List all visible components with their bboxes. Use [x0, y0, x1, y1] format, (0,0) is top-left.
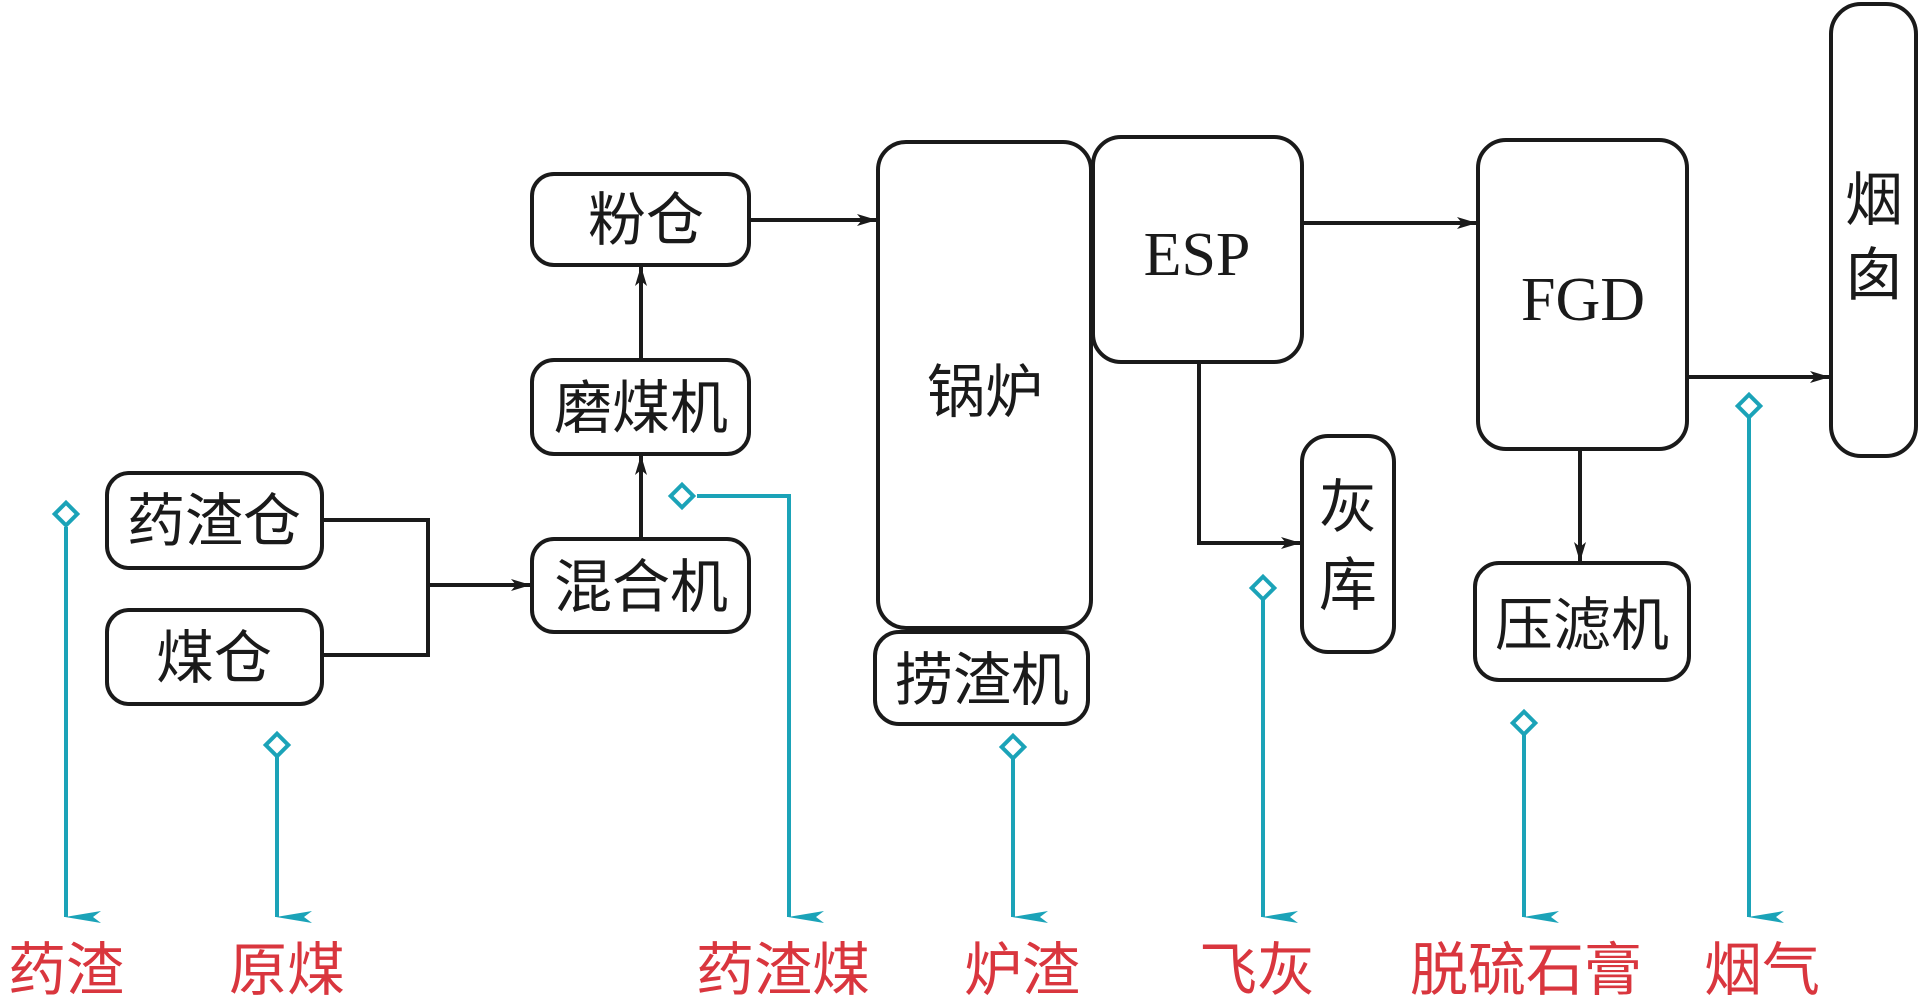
sampling-lines [51, 391, 1784, 923]
label-powder-bin: 粉仓 [588, 186, 704, 254]
sampling-point-fly-ash [1248, 573, 1298, 923]
sampling-point-gypsum [1509, 708, 1559, 923]
flow-lines [322, 214, 1830, 657]
node-esp: ESP [1091, 135, 1304, 364]
label-coal-mill: 磨煤机 [554, 374, 728, 442]
sample-label: 烟气 [1704, 936, 1820, 1002]
sampling-point-slag [998, 732, 1048, 923]
sample-label: 药渣煤 [696, 936, 870, 1002]
node-residue-bin: 药渣仓 [105, 471, 324, 570]
node-chimney: 烟 囱 [1829, 2, 1918, 458]
sampling-point-flue-gas [1734, 391, 1784, 923]
flow-esp-to-ash-silo [1197, 362, 1301, 549]
flow-coal-to-mixer [322, 585, 430, 657]
label-ash-silo-2: 库 [1319, 551, 1377, 619]
sample-label: 脱硫石膏 [1410, 936, 1642, 1002]
label-chimney-1: 烟 [1845, 166, 1903, 234]
node-slag-remover: 捞渣机 [873, 630, 1090, 726]
node-mixer: 混合机 [530, 537, 751, 634]
sampling-point-residue-coal [667, 481, 824, 923]
label-esp: ESP [1144, 221, 1251, 289]
label-boiler: 锅炉 [927, 358, 1043, 426]
node-boiler: 锅炉 [876, 140, 1093, 630]
label-slag-remover: 捞渣机 [895, 646, 1069, 714]
node-coal-bin: 煤仓 [105, 608, 324, 706]
flow-residue-to-mixer [322, 518, 430, 585]
sample-label: 飞灰 [1199, 936, 1315, 1002]
label-mixer: 混合机 [554, 553, 728, 621]
label-filter-press: 压滤机 [1495, 591, 1669, 659]
node-coal-mill: 磨煤机 [530, 358, 751, 456]
sampling-point-raw-coal [262, 730, 312, 923]
sample-label: 原煤 [229, 936, 345, 1002]
sample-label: 炉渣 [964, 936, 1080, 1002]
node-filter-press: 压滤机 [1473, 561, 1691, 682]
sample-label: 药渣 [8, 936, 124, 1002]
node-ash-silo: 灰 库 [1300, 434, 1396, 654]
label-residue-bin: 药渣仓 [127, 487, 301, 555]
label-ash-silo-1: 灰 [1319, 473, 1377, 541]
sampling-point-residue [51, 499, 101, 923]
label-coal-bin: 煤仓 [156, 624, 272, 692]
label-fgd: FGD [1521, 266, 1645, 334]
node-fgd: FGD [1476, 138, 1689, 451]
node-powder-bin: 粉仓 [530, 172, 751, 267]
sample-labels: 药渣 原煤 药渣煤 炉渣 飞灰 脱硫石膏 烟气 [8, 936, 1820, 1002]
label-chimney-2: 囱 [1845, 241, 1903, 309]
